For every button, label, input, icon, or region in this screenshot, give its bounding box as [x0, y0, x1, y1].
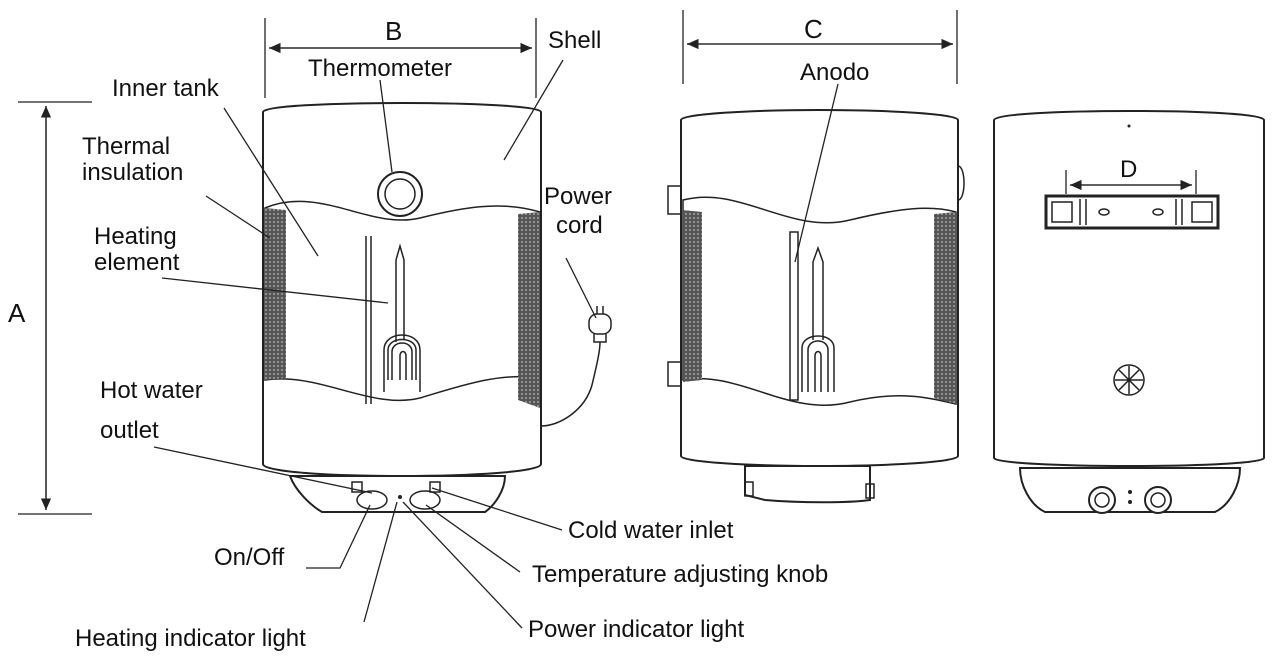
- leader-insulation: [205, 195, 271, 239]
- dimension-a-label: A: [8, 298, 26, 328]
- label-hot-water-outlet-line1: Hot water: [100, 377, 203, 404]
- label-heating-element-line1: Heating: [94, 223, 177, 250]
- leader-heating-element: [161, 277, 389, 304]
- leader-lines: [153, 59, 839, 629]
- label-heating-indicator-light: Heating indicator light: [75, 625, 306, 652]
- leader-heating-indicator: [363, 501, 398, 623]
- dimension-a-line: [18, 101, 92, 515]
- leader-thermometer: [379, 79, 393, 173]
- label-power-indicator-light: Power indicator light: [528, 616, 745, 643]
- leader-hot-water: [153, 446, 373, 494]
- label-power-cord-line2: cord: [556, 212, 603, 239]
- leader-inner-tank: [223, 107, 319, 257]
- label-anodo: Anodo: [800, 59, 870, 86]
- dimension-b-label: B: [385, 16, 403, 46]
- label-thermal-insulation-line2: insulation: [82, 159, 184, 186]
- label-hot-water-outlet-line2: outlet: [100, 417, 159, 444]
- front-view-heater: [262, 101, 612, 513]
- dimension-b-line: [264, 18, 537, 98]
- leader-anodo: [794, 83, 839, 263]
- leader-cold-water: [431, 487, 563, 531]
- back-view-heater: [993, 109, 1265, 514]
- dimension-c-label: C: [804, 14, 823, 44]
- leader-power-cord: [565, 257, 597, 319]
- label-thermometer: Thermometer: [308, 55, 453, 82]
- dimension-d-label: D: [1120, 156, 1138, 183]
- dimension-c-line: [682, 10, 958, 84]
- leader-power-indicator: [402, 501, 523, 629]
- label-on-off: On/Off: [214, 544, 285, 571]
- label-inner-tank: Inner tank: [112, 75, 219, 102]
- label-shell: Shell: [548, 27, 602, 54]
- label-power-cord-line1: Power: [544, 183, 613, 210]
- leader-shell: [503, 59, 564, 161]
- leader-temp-knob: [425, 504, 521, 573]
- label-thermal-insulation-line1: Thermal: [82, 133, 171, 160]
- label-cold-water-inlet: Cold water inlet: [568, 517, 734, 544]
- side-view-heater: [667, 108, 965, 504]
- leader-on-off: [306, 504, 371, 569]
- label-temperature-adjusting-knob: Temperature adjusting knob: [532, 561, 829, 588]
- label-heating-element-line2: element: [94, 249, 180, 276]
